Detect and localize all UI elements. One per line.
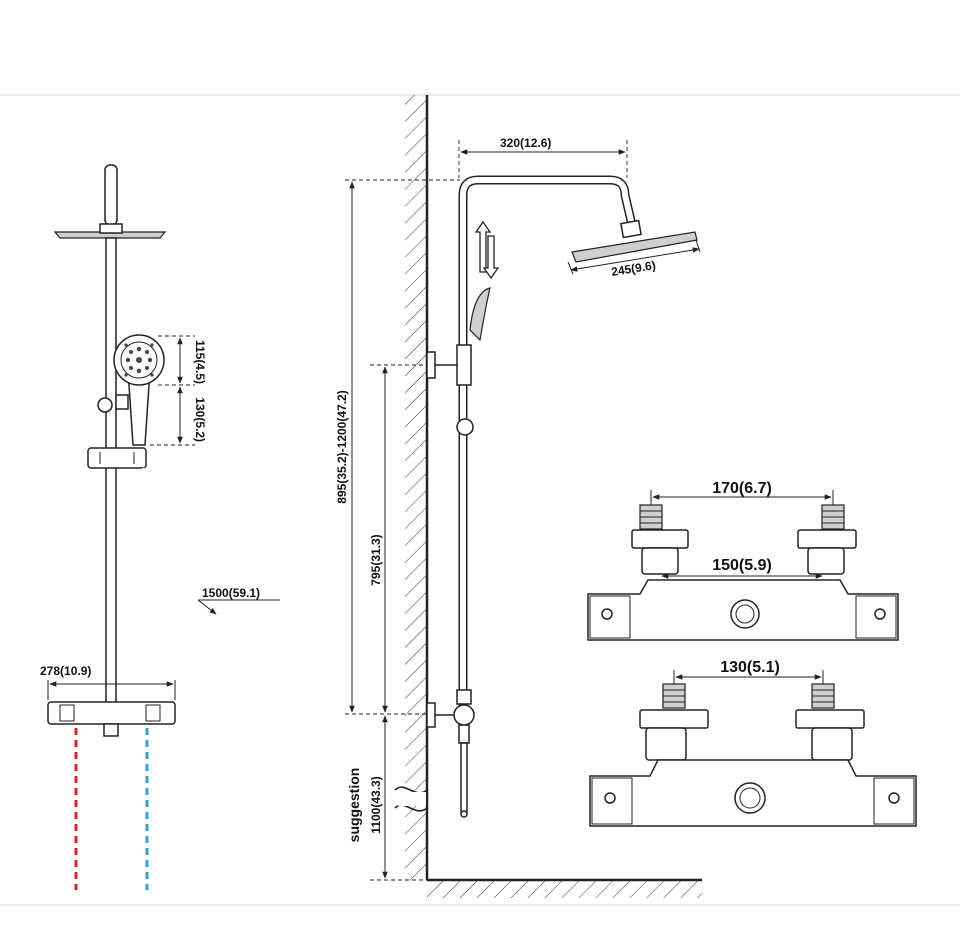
hand-head-height-label: 115(4.5) (193, 340, 207, 384)
valve-top-left-nut (641, 547, 679, 575)
upper-wall-bracket (426, 351, 436, 379)
front-view: 1500(59.1) 278(10.9) 115(4.5) 130(5.2) (40, 164, 280, 890)
hand-shower (97, 334, 165, 446)
valve-top-outlet (730, 599, 760, 629)
valve-bottom-outlet (734, 782, 766, 814)
riser-top (104, 164, 118, 226)
wall-hatching (405, 95, 427, 880)
valve-bottom: 130(5.1) (589, 659, 917, 827)
bar-width-label: 278(10.9) (40, 664, 91, 678)
valve-inner-spacing-label: 150(5.9) (712, 557, 772, 574)
suggestion-label: suggestion (346, 768, 362, 843)
valve-bottom-spacing-label: 130(5.1) (720, 659, 780, 676)
bracket-spacing-label: 795(31.3) (369, 534, 383, 585)
height-range-label: 895(35.2)-1200(47.2) (335, 390, 349, 503)
hand-handle-height-label: 130(5.2) (193, 397, 207, 442)
holder-knob (97, 397, 113, 413)
valve-outer-spacing-label: 170(6.7) (712, 480, 772, 497)
spray-nozzles-icon (124, 343, 154, 377)
wall-break-mark (394, 786, 428, 812)
side-knob (456, 418, 474, 436)
overhead-shower-plate (53, 231, 167, 239)
valve-top: 170(6.7) 150(5.9) (587, 480, 899, 641)
overhead-connector (99, 223, 123, 234)
side-hand-shower (469, 287, 491, 342)
head-diameter-label: 245(9.6) (610, 258, 656, 279)
valve-top-right-nut (807, 547, 845, 575)
side-slide-holder (456, 344, 472, 386)
up-down-arrows-icon (474, 220, 500, 280)
hose-length-label: 1500(59.1) (202, 586, 260, 600)
floor-hatching (427, 880, 702, 898)
side-supply-pipe (460, 742, 468, 814)
bar-outlet (103, 723, 119, 737)
arm-reach-label: 320(12.6) (500, 136, 551, 150)
slide-bracket (87, 447, 147, 469)
side-overhead-head (571, 231, 698, 263)
valve-bottom-right-nut (811, 727, 853, 761)
side-view: 245(9.6) 320(12.6) 895 (335, 95, 702, 898)
mount-height-label: 1100(43.3) (369, 776, 383, 833)
main-riser (105, 237, 117, 709)
lower-wall-bracket (426, 702, 436, 728)
holder-clip (115, 394, 129, 410)
side-valve (453, 704, 475, 726)
valve-bottom-left-nut (645, 727, 687, 761)
